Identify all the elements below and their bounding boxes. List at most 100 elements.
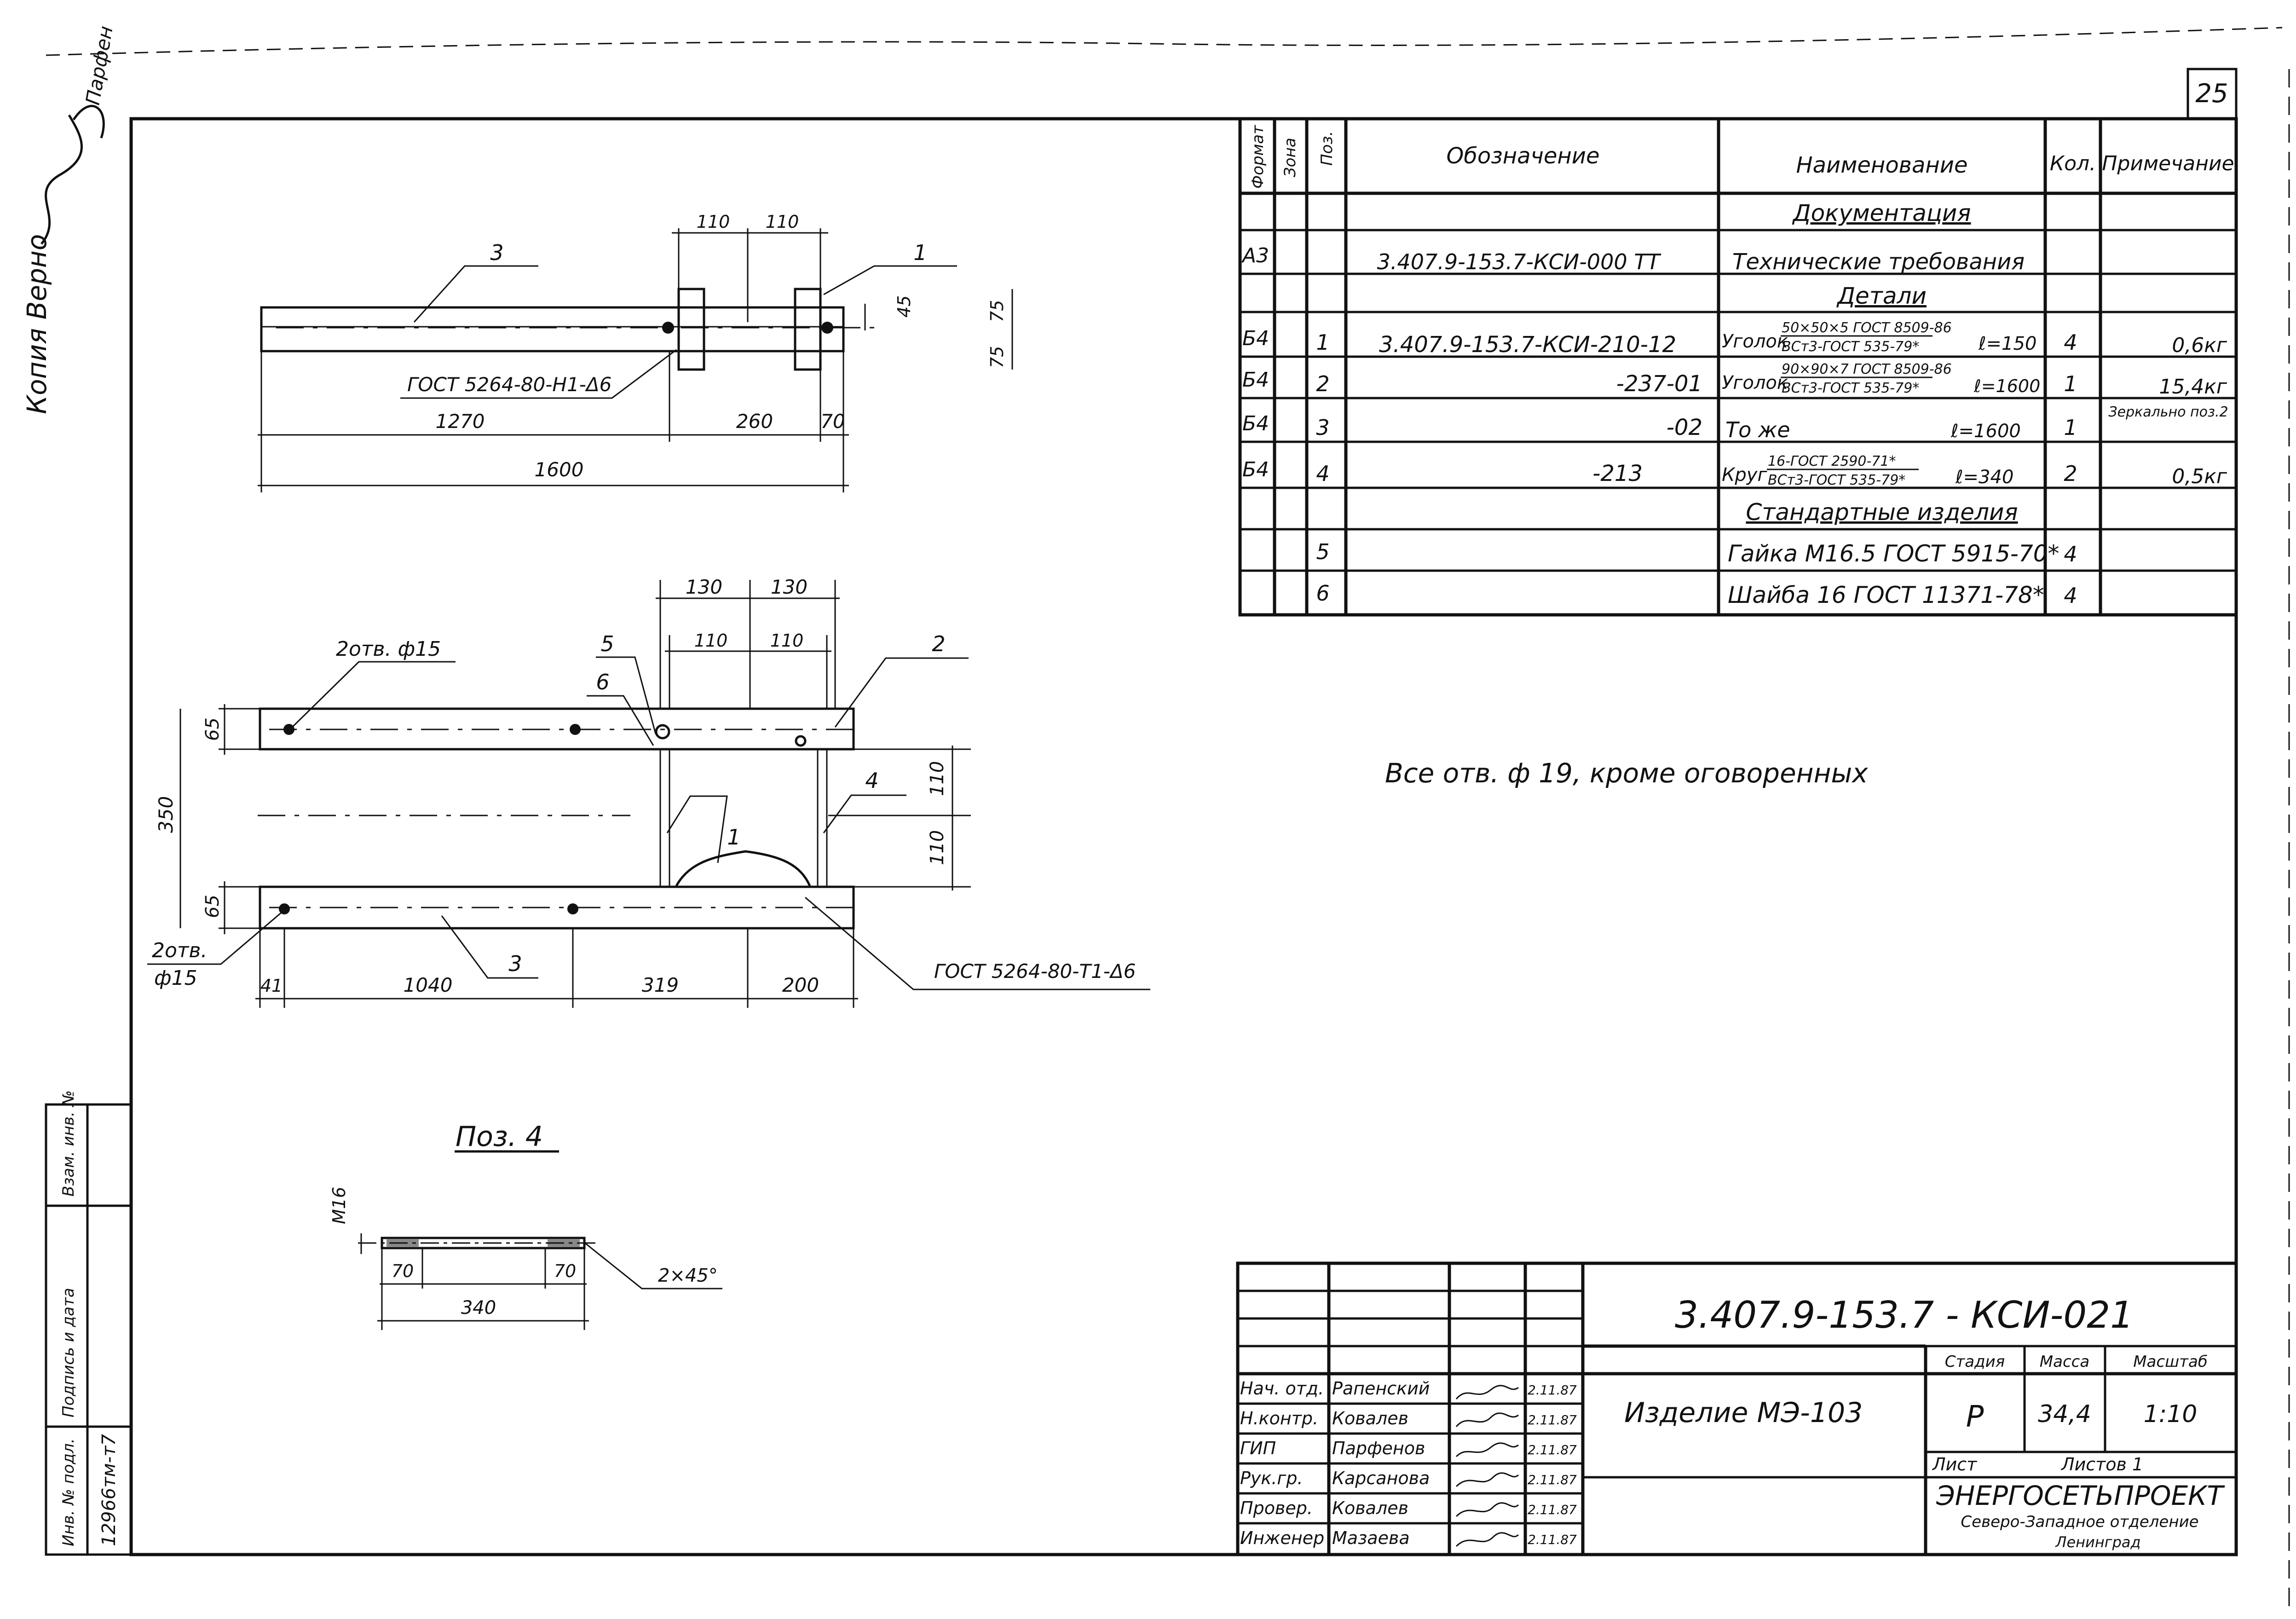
plan-dim-110-c: 110 xyxy=(927,761,948,796)
product-name: Изделие МЭ-103 xyxy=(1624,1397,1863,1429)
pos4-thread: М16 xyxy=(329,1187,349,1224)
plan-leader-4: 4 xyxy=(865,768,878,793)
sheets-label: Листов 1 xyxy=(2060,1454,2143,1474)
plan-leader-5: 5 xyxy=(600,631,614,656)
name-4: Ковалев xyxy=(1332,1498,1408,1518)
row-heading-documentation: Документация xyxy=(1792,200,1971,226)
row4-qty: 1 xyxy=(2064,371,2077,396)
pos4-chamfer: 2×45° xyxy=(658,1265,718,1286)
signature-0 xyxy=(1455,1385,1519,1399)
row5-note-wrap: Зеркально поз.2 xyxy=(2108,405,2228,420)
title-block: 3.407.9-153.7 - КСИ-021 Изделие МЭ-103 С… xyxy=(1236,1261,2238,1556)
row6-designation: -213 xyxy=(1592,461,1643,486)
row4-note: 15,4кг xyxy=(2159,375,2227,399)
date-5: 2.11.87 xyxy=(1528,1532,1577,1547)
th-format: Формат xyxy=(1249,125,1267,189)
plan-view: 130 130 110 110 65 350 65 110 110 41 104… xyxy=(147,576,1150,1008)
signature-2 xyxy=(1455,1442,1519,1457)
plan-dim-1040: 1040 xyxy=(404,974,453,996)
signature-1 xyxy=(1455,1412,1519,1427)
date-1: 2.11.87 xyxy=(1528,1412,1577,1428)
role-0: Нач. отд. xyxy=(1240,1378,1324,1399)
row-heading-details: Детали xyxy=(1836,283,1927,309)
plan-dim-110-a: 110 xyxy=(694,630,728,651)
doc-code: 3.407.9-153.7 - КСИ-021 xyxy=(1675,1294,2134,1336)
plan-leader-3: 3 xyxy=(508,951,522,976)
dim-260: 260 xyxy=(736,410,773,433)
row4-designation: -237-01 xyxy=(1616,371,1702,397)
stage-label: Стадия xyxy=(1945,1353,2005,1371)
row3-length: ℓ=150 xyxy=(1978,333,2036,354)
row5-pos: 3 xyxy=(1316,415,1329,440)
dim-45: 45 xyxy=(894,295,914,318)
name-5: Мазаева xyxy=(1332,1528,1410,1548)
signature-scribble xyxy=(40,104,105,245)
plan-dim-200: 200 xyxy=(782,974,819,996)
row5-designation: -02 xyxy=(1667,415,1702,440)
row4-format: Б4 xyxy=(1242,368,1269,392)
row6-qty: 2 xyxy=(2064,461,2077,486)
corner-signature: Парфен xyxy=(81,24,117,107)
role-4: Провер. xyxy=(1240,1498,1313,1518)
dim-70: 70 xyxy=(820,410,845,433)
row3-designation: 3.407.9-153.7-КСИ-210-12 xyxy=(1379,332,1676,358)
row6-note: 0,5кг xyxy=(2172,465,2227,488)
row5-name: То же xyxy=(1725,417,1790,442)
signature-5 xyxy=(1455,1532,1519,1547)
role-1: Н.контр. xyxy=(1240,1408,1318,1428)
leader-3: 3 xyxy=(490,240,503,265)
row1-format: А3 xyxy=(1241,244,1269,267)
plan-dim-319: 319 xyxy=(642,974,679,996)
plan-weld-note: ГОСТ 5264-80-Т1-Δ6 xyxy=(934,960,1136,983)
side-inventory-block: Взам. инв. № Подпись и дата Инв. № подл.… xyxy=(45,1090,133,1556)
row8-name: Гайка М16.5 ГОСТ 5915-70* xyxy=(1728,540,2059,567)
signature-4 xyxy=(1455,1502,1519,1517)
general-note: Все отв. ф 19, кроме оговоренных xyxy=(1385,757,1868,789)
row1-designation: 3.407.9-153.7-КСИ-000 ТТ xyxy=(1377,249,1662,274)
pos4-dim-70-b: 70 xyxy=(554,1261,576,1281)
row5-length: ℓ=1600 xyxy=(1950,421,2021,442)
top-view: 110 110 45 75 75 1270 260 70 1600 3 1 ГО… xyxy=(258,212,1013,492)
date-4: 2.11.87 xyxy=(1528,1502,1577,1517)
name-2: Парфенов xyxy=(1332,1438,1425,1458)
side-label-original: Инв. № подл. xyxy=(59,1438,78,1546)
plan-dim-350: 350 xyxy=(155,796,177,833)
spec-table: Формат Зона Поз. Обозначение Наименовани… xyxy=(1238,117,2238,617)
scale-label: Масштаб xyxy=(2133,1353,2208,1371)
side-label-replaced: Взам. инв. № xyxy=(59,1090,78,1197)
row9-qty: 4 xyxy=(2064,583,2077,608)
row5-format: Б4 xyxy=(1242,412,1269,435)
inner-frame xyxy=(129,117,2238,1556)
row5-note: Зеркально поз.2 xyxy=(2108,405,2228,420)
row9-pos: 6 xyxy=(1316,581,1329,606)
row5-qty: 1 xyxy=(2064,415,2077,440)
plan-leader-2: 2 xyxy=(932,631,945,656)
dashed-trim-line xyxy=(46,27,2283,56)
row3-note: 0,6кг xyxy=(2172,334,2227,357)
copy-verified-stamp: Копия Верно xyxy=(21,234,52,414)
date-2: 2.11.87 xyxy=(1528,1442,1577,1457)
row6-pos: 4 xyxy=(1316,461,1329,486)
top-weld-note: ГОСТ 5264-80-Н1-Δ6 xyxy=(407,373,611,396)
inventory-number: 12966тм-т7 xyxy=(98,1434,120,1546)
plan-dim-130-a: 130 xyxy=(686,576,722,598)
date-0: 2.11.87 xyxy=(1528,1382,1577,1398)
row3-name-top: 50×50×5 ГОСТ 8509-86 xyxy=(1782,320,1952,336)
row4-length: ℓ=1600 xyxy=(1973,376,2040,396)
th-qty: Кол. xyxy=(2050,152,2096,175)
org-dept: Северо-Западное отделение xyxy=(1961,1513,2198,1531)
row6-format: Б4 xyxy=(1242,458,1269,481)
plan-hole-note-top: 2отв. ф15 xyxy=(336,637,441,661)
row6-name: Круг xyxy=(1722,464,1767,486)
th-designation: Обозначение xyxy=(1446,143,1599,169)
role-5: Инженер xyxy=(1240,1528,1324,1548)
dim-1270: 1270 xyxy=(436,410,485,433)
dim-1600: 1600 xyxy=(535,458,584,481)
signature-3 xyxy=(1455,1472,1519,1487)
plan-dim-65-b: 65 xyxy=(202,895,223,918)
pos4-dim-70-a: 70 xyxy=(392,1261,414,1281)
plan-leader-6: 6 xyxy=(596,670,609,694)
plan-dim-65-a: 65 xyxy=(202,717,223,741)
row4-name-top: 90×90×7 ГОСТ 8509-86 xyxy=(1782,361,1952,377)
